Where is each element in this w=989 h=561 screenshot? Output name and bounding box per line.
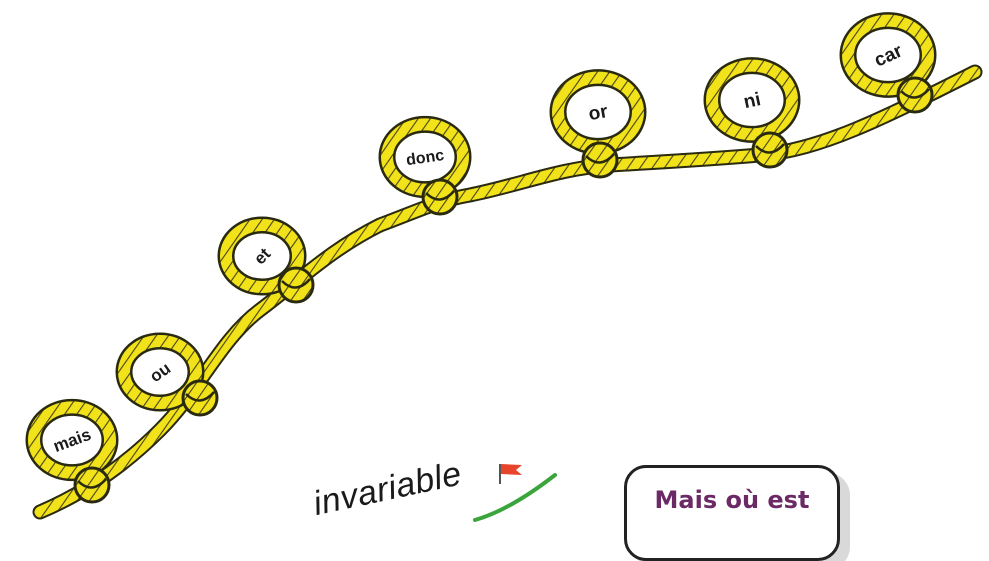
knot-bulge [73,466,111,504]
knot-bulge [896,76,934,114]
knot-loop-rope [220,219,304,293]
knot-bulge [751,131,789,169]
checkmark-icon [470,470,560,525]
speech-bubble: Mais où est [624,465,840,561]
knot-loop-rope [118,335,202,409]
knot-loop-rope [842,14,934,96]
knot-wrap [77,478,107,489]
knot-loop-rope [28,401,116,479]
knot-label: donc [405,147,445,169]
knot-car: car [839,12,937,114]
knot-ni: ni [703,57,801,169]
knot-bulge [277,266,315,304]
knot-bulge [421,178,459,216]
knot-wrap [425,190,455,201]
rope [32,64,983,520]
knot-donc: donc [378,115,472,216]
knot-or: or [549,69,647,179]
knot-ou: ou [115,332,219,417]
knot-label: or [587,101,610,125]
flag-icon [496,462,526,484]
knot-wrap [185,391,215,402]
knot-et: et [217,216,315,304]
knot-bulge [581,141,619,179]
knot-loop-rope [706,59,798,141]
knot-mais: mais [25,398,119,504]
knot-wrap [900,88,930,99]
speech-bubble-text: Mais où est [654,486,810,514]
knot-wrap [281,278,311,289]
knot-bulge [181,379,219,417]
knot-wrap [755,143,785,154]
knot-wrap [585,153,615,164]
knot-label: ni [742,89,763,113]
